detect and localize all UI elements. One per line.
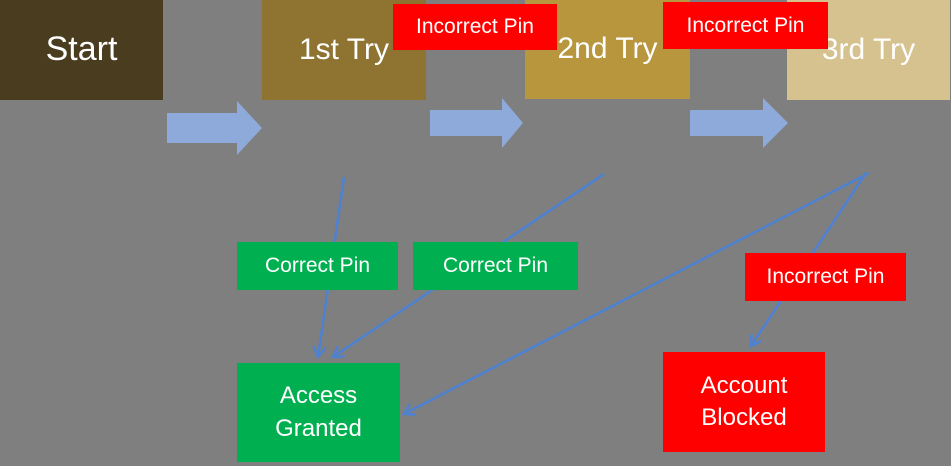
edge-label-text: Correct Pin	[264, 254, 371, 277]
edge-label-text: Incorrect Pin	[766, 265, 885, 288]
flow-arrow-start-to-try1	[167, 101, 262, 155]
flow-arrow-try2-to-try3	[690, 98, 788, 148]
edge-label-text: Correct Pin	[442, 254, 549, 277]
edge-label-incorrect-pin-2: Incorrect Pin	[663, 2, 828, 49]
edge-label-incorrect-pin-3: Incorrect Pin	[745, 253, 906, 301]
edge-label-incorrect-pin-1: Incorrect Pin	[393, 4, 557, 50]
node-access-granted: Access Granted	[237, 363, 400, 462]
edge-label-text: Incorrect Pin	[686, 13, 805, 37]
edge-label-text: Incorrect Pin	[416, 15, 534, 38]
node-start: Start	[0, 0, 163, 100]
node-third-try-label: 3rd Try	[821, 32, 916, 66]
connector-try3-to-access	[401, 171, 870, 417]
edge-label-correct-pin-1: Correct Pin	[237, 242, 398, 290]
flow-arrow-try1-to-try2	[430, 98, 523, 148]
node-account-blocked: Account Blocked	[663, 352, 825, 452]
node-access-granted-label: Access Granted	[275, 382, 362, 442]
node-first-try-label: 1st Try	[298, 32, 389, 66]
node-account-blocked-label: Account Blocked	[700, 371, 788, 431]
node-start-label: Start	[45, 30, 118, 69]
edge-label-correct-pin-2: Correct Pin	[413, 242, 578, 290]
node-second-try-label: 2nd Try	[557, 32, 658, 66]
